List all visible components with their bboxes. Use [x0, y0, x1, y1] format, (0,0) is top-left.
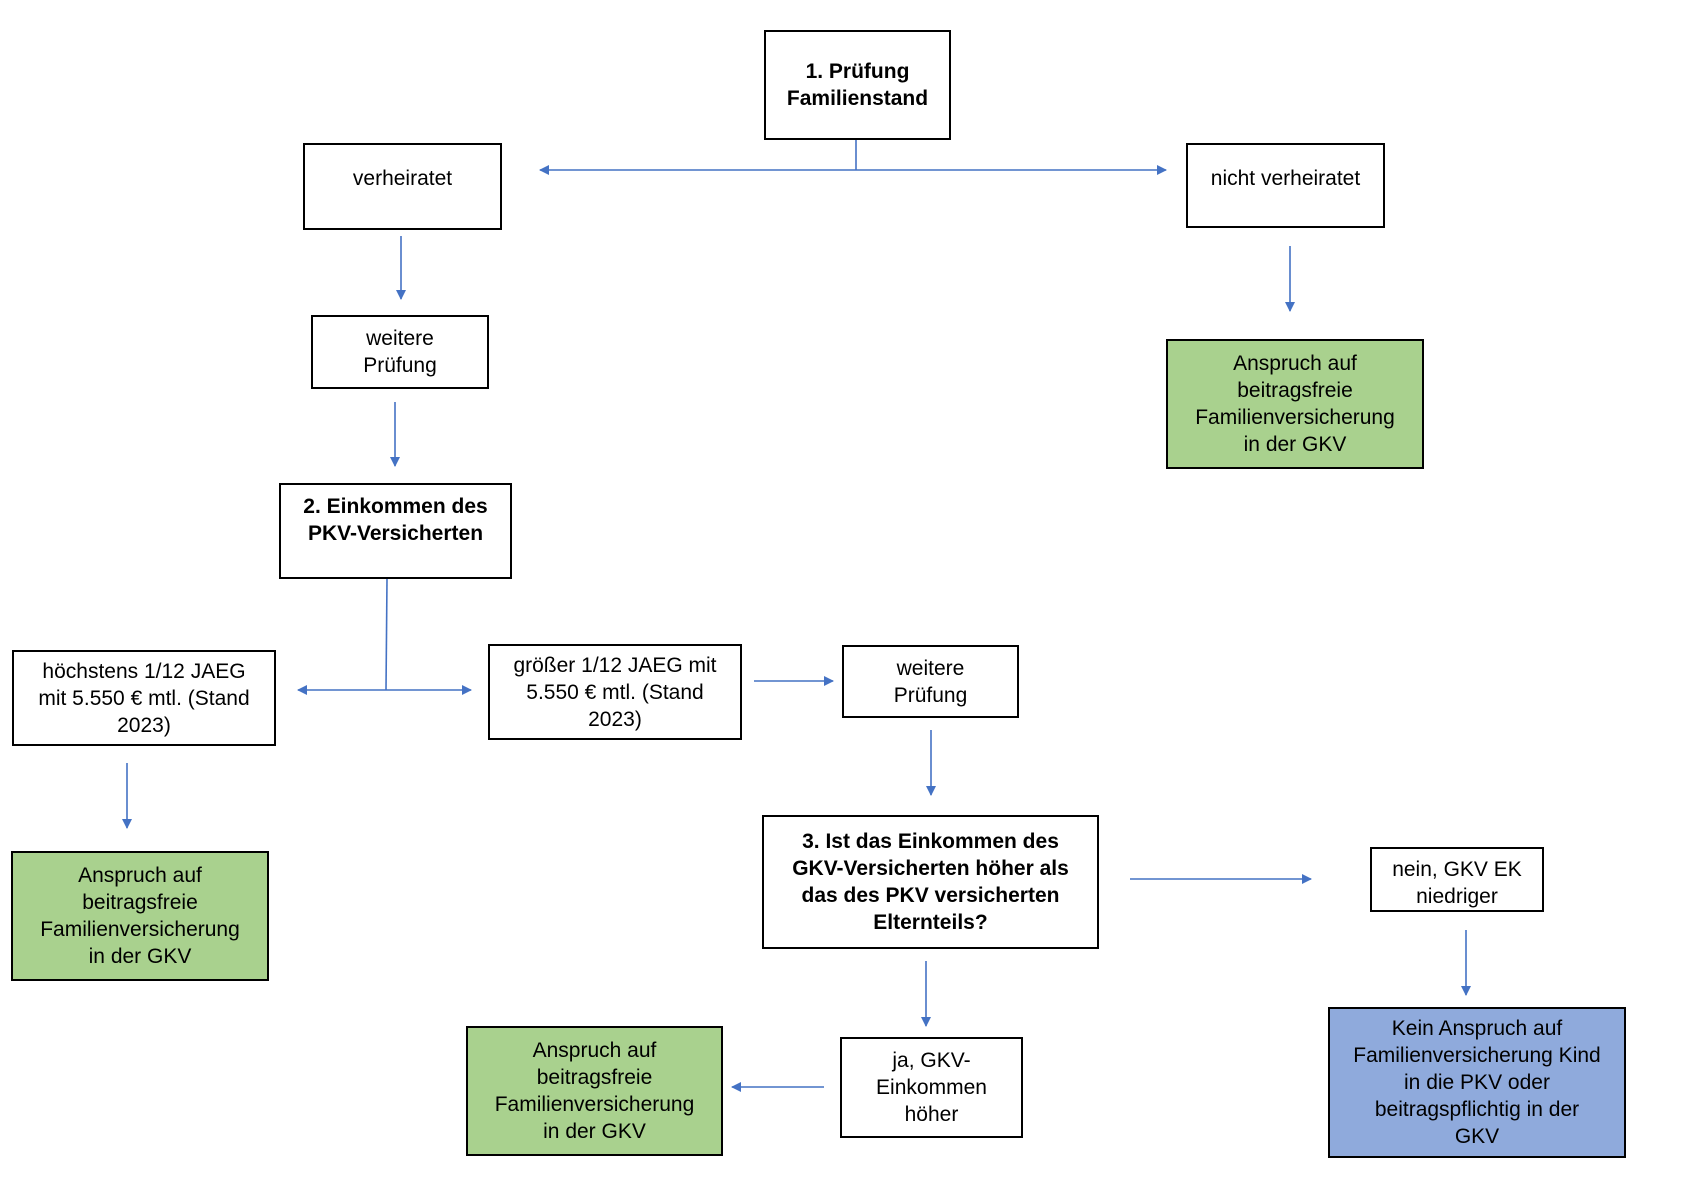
node-label: Anspruch auf beitragsfreie Familienversi… [40, 864, 240, 968]
node-anspruch-links: Anspruch auf beitragsfreie Familienversi… [11, 851, 269, 981]
connector-einkommen-stem [385, 578, 388, 691]
node-label: Kein Anspruch auf Familienversicherung K… [1353, 1017, 1601, 1148]
node-label: ja, GKV- Einkommen höher [876, 1049, 987, 1126]
node-weitere-pruefung-2: weitere Prüfung [842, 645, 1019, 718]
node-label: nicht verheiratet [1210, 167, 1361, 190]
node-ja-gkv-hoeher: ja, GKV- Einkommen höher [840, 1037, 1023, 1138]
node-weitere-pruefung-1: weitere Prüfung [311, 315, 489, 389]
node-label: 3. Ist das Einkommen des GKV-Versicherte… [792, 830, 1069, 934]
node-label: höchstens 1/12 JAEG mit 5.550 € mtl. (St… [38, 659, 250, 737]
node-hoechstens-jaeg: höchstens 1/12 JAEG mit 5.550 € mtl. (St… [12, 650, 276, 746]
node-label: größer 1/12 JAEG mit 5.550 € mtl. (Stand… [513, 653, 717, 731]
node-nicht-verheiratet: nicht verheiratet [1186, 143, 1385, 228]
node-label: verheiratet [352, 167, 453, 190]
node-groesser-jaeg: größer 1/12 JAEG mit 5.550 € mtl. (Stand… [488, 644, 742, 740]
node-anspruch-unten: Anspruch auf beitragsfreie Familienversi… [466, 1026, 723, 1156]
node-nein-gkv-niedriger: nein, GKV EK niedriger [1370, 847, 1544, 912]
node-label: weitere Prüfung [893, 656, 968, 707]
node-label: Anspruch auf beitragsfreie Familienversi… [1195, 352, 1395, 456]
node-verheiratet: verheiratet [303, 143, 502, 230]
node-einkommen-pkv: 2. Einkommen des PKV-Versicherten [279, 483, 512, 579]
node-label: 1. Prüfung Familienstand [786, 60, 929, 110]
node-pruefung-familienstand: 1. Prüfung Familienstand [764, 30, 951, 140]
node-anspruch-rechts-oben: Anspruch auf beitragsfreie Familienversi… [1166, 339, 1424, 469]
node-label: Anspruch auf beitragsfreie Familienversi… [494, 1039, 695, 1143]
node-frage-gkv-einkommen: 3. Ist das Einkommen des GKV-Versicherte… [762, 815, 1099, 949]
node-kein-anspruch: Kein Anspruch auf Familienversicherung K… [1328, 1007, 1626, 1158]
node-label: nein, GKV EK niedriger [1392, 858, 1522, 908]
node-label: 2. Einkommen des PKV-Versicherten [303, 495, 488, 545]
node-label: weitere Prüfung [363, 327, 437, 377]
